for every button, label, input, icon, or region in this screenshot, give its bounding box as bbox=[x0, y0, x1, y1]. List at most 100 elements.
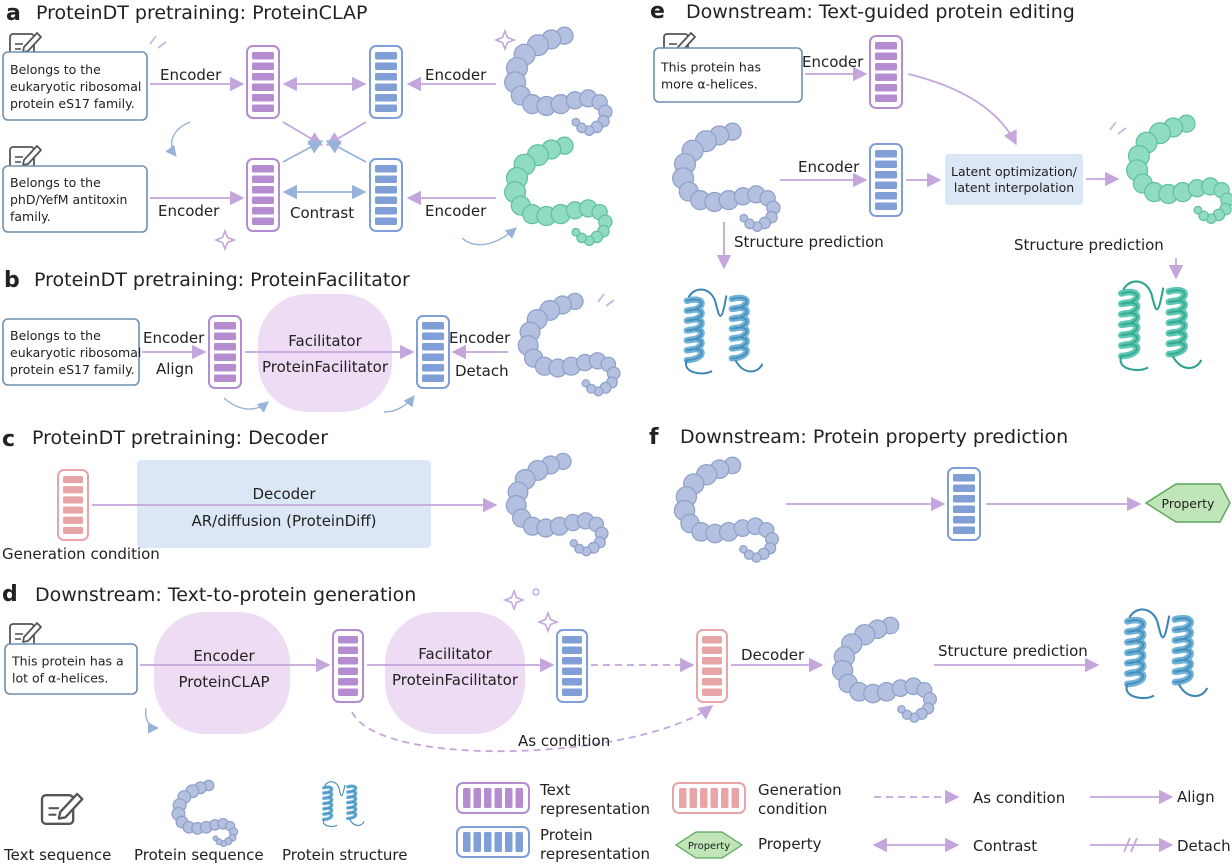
panel-d-text-box-frame bbox=[4, 643, 138, 695]
panel-b-title: ProteinDT pretraining: ProteinFacilitato… bbox=[34, 269, 410, 291]
legend-protein-rep-icon-cell bbox=[484, 832, 492, 852]
panel-e-protein-seq-edited-bead bbox=[1198, 210, 1209, 222]
panel-e-latent-label-line: latent interpolation bbox=[954, 180, 1074, 195]
panel-e-text-rep-cell bbox=[875, 84, 897, 92]
panel-d-encoder-blob bbox=[154, 612, 290, 734]
panel-a-text-rep-1-cell bbox=[252, 94, 274, 102]
panel-a-protein-rep-1-cell bbox=[375, 83, 397, 91]
legend-property-badge: Property bbox=[688, 841, 730, 852]
panel-e-protein-rep-cell bbox=[875, 202, 897, 210]
text-sequence-icon bbox=[9, 622, 42, 647]
panel-e-protein-rep-cell bbox=[875, 192, 897, 200]
legend-protein-rep-icon-cell bbox=[463, 832, 471, 852]
panel-d-title: Downstream: Text-to-protein generation bbox=[35, 584, 416, 606]
panel-b-text-rep-cell bbox=[214, 332, 236, 340]
panel-e-text-rep-cell bbox=[875, 94, 897, 102]
swirl-icon bbox=[165, 121, 191, 157]
panel-d-protein-rep bbox=[556, 629, 588, 703]
panel-b-text-box-line: eukaryotic ribosomal bbox=[10, 345, 141, 360]
panel-d-protein-seq-bead bbox=[901, 709, 913, 720]
legend-protein-rep-icon-cell bbox=[494, 832, 502, 852]
legend-contrast-label: Contrast bbox=[973, 837, 1037, 855]
panel-d-as-condition-label: As condition bbox=[518, 732, 610, 750]
panel-c-decoder-box bbox=[137, 460, 431, 548]
panel-a-text-rep-1-cell bbox=[252, 104, 274, 112]
panel-f-protein-rep-cell bbox=[953, 505, 975, 513]
panel-b-text-box-line: Belongs to the bbox=[10, 328, 101, 343]
panel-a-text-box-2-line: family. bbox=[10, 209, 51, 224]
panel-f-title: Downstream: Protein property prediction bbox=[680, 426, 1068, 448]
panel-d-protein-rep-cell bbox=[562, 636, 582, 644]
panel-a-protein-rep-1-cell bbox=[375, 62, 397, 70]
panel-c-decoder-sub: AR/diffusion (ProteinDiff) bbox=[191, 512, 376, 530]
legend-text-rep-icon-cell bbox=[473, 788, 481, 808]
panel-a-encoder-label-4: Encoder bbox=[425, 202, 487, 220]
legend-protein-rep-icon-cell bbox=[473, 832, 481, 852]
panel-b-text-rep-cell bbox=[214, 364, 236, 372]
panel-e-protein-rep-cell bbox=[875, 150, 897, 158]
legend-protein-seq-icon bbox=[171, 779, 239, 847]
panel-e-protein-rep bbox=[869, 143, 903, 217]
panel-e-protein-structure-2 bbox=[1118, 280, 1203, 372]
panel-a-text-rep-2-cell bbox=[252, 217, 274, 225]
panel-f-protein-rep-cell bbox=[953, 526, 975, 534]
legend-text-rep-icon-cell bbox=[494, 788, 502, 808]
panel-f-property-label: Property bbox=[1162, 496, 1215, 511]
panel-e-text-box-line: This protein has bbox=[660, 60, 761, 75]
legend-detach-label: Detach bbox=[1177, 837, 1231, 855]
panel-d-text-rep-cell bbox=[338, 667, 358, 675]
panel-e-encoder-label-1: Encoder bbox=[802, 53, 864, 71]
panel-a-protein-seq-1 bbox=[504, 26, 613, 137]
panel-c-protein-seq-bead bbox=[569, 539, 579, 548]
star-icon bbox=[493, 28, 517, 52]
panel-a-encoder-label-2: Encoder bbox=[158, 202, 220, 220]
panel-d-protein-structure bbox=[1124, 608, 1209, 700]
panel-b-text-rep-cell bbox=[214, 374, 236, 382]
panel-a-protein-rep-1 bbox=[369, 45, 403, 119]
panel-d-generation-rep-cell bbox=[702, 678, 722, 686]
panel-a-protein-seq-2 bbox=[504, 136, 613, 247]
panel-f-protein-seq bbox=[673, 456, 780, 563]
panel-c-generation-label: Generation condition bbox=[2, 545, 160, 563]
panel-a-text-box-2-frame bbox=[2, 165, 148, 233]
panel-b-facilitator-blob bbox=[258, 294, 392, 412]
panel-a-text-rep-2-cell bbox=[252, 175, 274, 183]
panel-d-protein-rep-cell bbox=[562, 688, 582, 696]
panel-d-text-rep-cell bbox=[338, 646, 358, 654]
panel-c-generation-rep-cell bbox=[63, 506, 83, 514]
panel-e-text-rep-cell bbox=[875, 63, 897, 71]
panel-b-text-box-frame bbox=[2, 318, 140, 386]
panel-d-text-rep-cell bbox=[338, 688, 358, 696]
panel-a-protein-rep-1-cell bbox=[375, 73, 397, 81]
panel-d-protein-seq-bead bbox=[897, 704, 906, 714]
panel-e-protein-seq bbox=[672, 122, 781, 233]
panel-c-generation-rep bbox=[57, 469, 89, 541]
legend-protein-rep-icon-cell bbox=[505, 832, 513, 852]
panel-b-align-label: Align bbox=[156, 360, 194, 378]
panel-b-protein-rep-cell bbox=[422, 364, 444, 372]
panel-b-letter: b bbox=[4, 268, 20, 293]
legend-text-rep-icon-cell bbox=[515, 788, 523, 808]
panel-b-text-rep-cell bbox=[214, 353, 236, 361]
panel-a-text-rep-1-cell bbox=[252, 62, 274, 70]
panel-d-text-rep-cell bbox=[338, 657, 358, 665]
panel-d-protein-rep-cell bbox=[562, 646, 582, 654]
legend-protein-sequence-label: Protein sequence bbox=[134, 846, 264, 864]
panel-d-protein-rep-cell bbox=[562, 678, 582, 686]
panel-e-protein-seq-bead bbox=[744, 218, 755, 230]
panel-e-latent-label: Latent optimization/latent interpolation bbox=[951, 164, 1078, 195]
legend-text-sequence-icon bbox=[40, 792, 84, 825]
panel-a-text-rep-1-cell bbox=[252, 83, 274, 91]
panel-e-protein-seq-bead bbox=[739, 213, 749, 223]
panel-b-protein-rep bbox=[416, 315, 450, 389]
panel-b-protein-rep-cell bbox=[422, 343, 444, 351]
panel-a-text-box-1-frame bbox=[2, 51, 148, 121]
panel-e-protein-seq-edited-bead bbox=[1193, 205, 1203, 215]
panel-e-text-rep bbox=[869, 35, 903, 109]
panel-b-encoder-label-1: Encoder bbox=[143, 329, 205, 347]
panel-a-text-box-1-line: protein eS17 family. bbox=[10, 96, 135, 111]
panel-d-generation-rep-cell bbox=[702, 688, 722, 696]
panel-f-protein-rep-cell bbox=[953, 484, 975, 492]
